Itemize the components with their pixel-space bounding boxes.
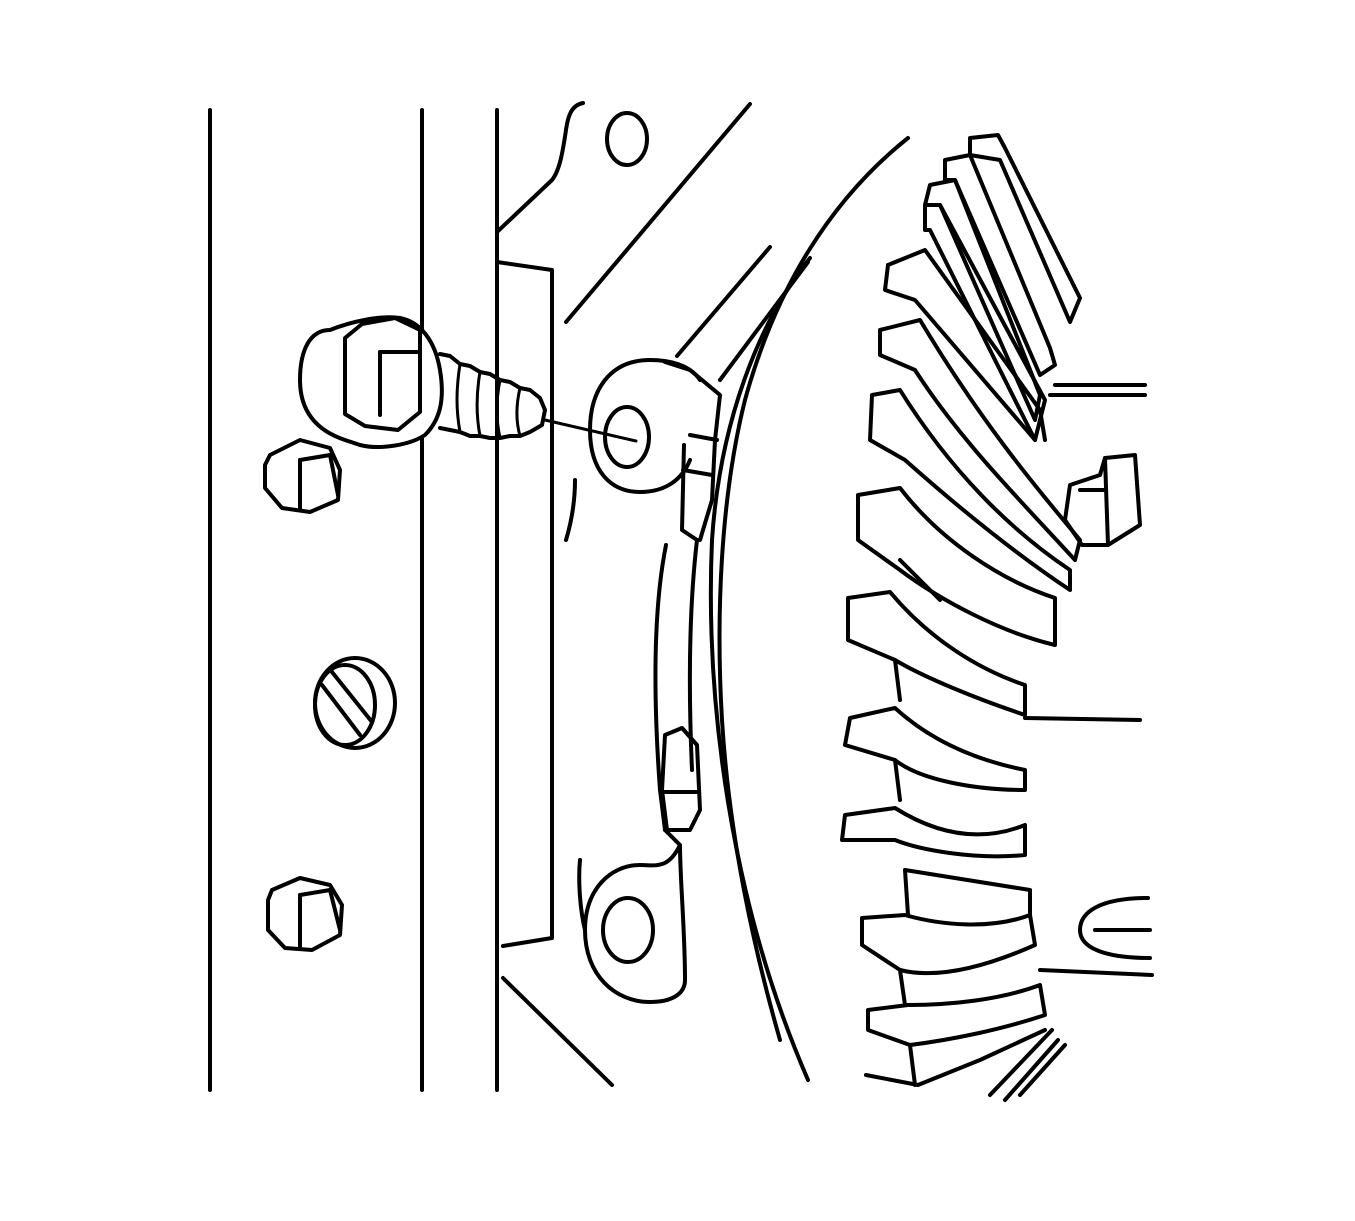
differential-carrier-housing	[495, 101, 772, 1087]
housing-edge-lines	[208, 108, 499, 1092]
cover-bolt	[298, 315, 638, 449]
slotted-plug	[313, 656, 397, 750]
hex-head-plug	[263, 438, 344, 952]
ring-gear-teeth	[840, 133, 1082, 1102]
ring-gear	[708, 136, 910, 1082]
pinion-shaft	[1023, 383, 1154, 977]
mounting-boss	[583, 358, 722, 1004]
